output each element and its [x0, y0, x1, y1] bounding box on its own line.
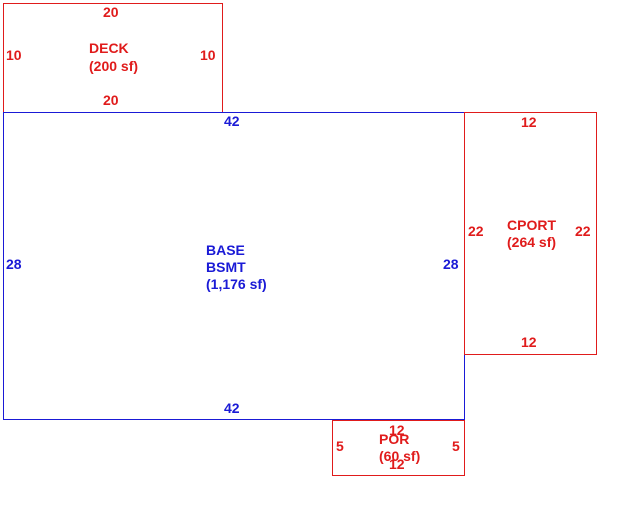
deck-left-dimension: 10 — [6, 47, 22, 63]
por-area-label: (60 sf) — [379, 448, 421, 464]
deck-top-dimension: 20 — [103, 4, 119, 20]
cport-name-label: CPORT — [507, 217, 556, 233]
cport-area-label: (264 sf) — [507, 234, 557, 250]
deck-area-label: (200 sf) — [89, 58, 139, 74]
cport-left-dimension: 22 — [468, 223, 484, 239]
base-bottom-dimension: 42 — [224, 400, 240, 416]
deck-bottom-dimension: 20 — [103, 92, 119, 108]
base-top-dimension: 42 — [224, 113, 240, 129]
por-bottom-dimension: 12 — [389, 456, 405, 472]
base-name-label-line2: BSMT — [206, 259, 246, 275]
cport-bottom-dimension: 12 — [521, 334, 537, 350]
por-top-dimension: 12 — [389, 422, 405, 438]
base-area-label: (1,176 sf) — [206, 276, 267, 292]
por-outline — [332, 420, 465, 476]
por-name-label: POR — [379, 431, 410, 447]
cport-outline — [464, 112, 597, 355]
cport-right-dimension: 22 — [575, 223, 591, 239]
por-right-dimension: 5 — [452, 438, 460, 454]
deck-right-dimension: 10 — [200, 47, 216, 63]
cport-top-dimension: 12 — [521, 114, 537, 130]
por-left-dimension: 5 — [336, 438, 344, 454]
base-name-label-line1: BASE — [206, 242, 245, 258]
base-left-dimension: 28 — [6, 256, 22, 272]
deck-name-label: DECK — [89, 40, 129, 56]
base-right-dimension: 28 — [443, 256, 459, 272]
